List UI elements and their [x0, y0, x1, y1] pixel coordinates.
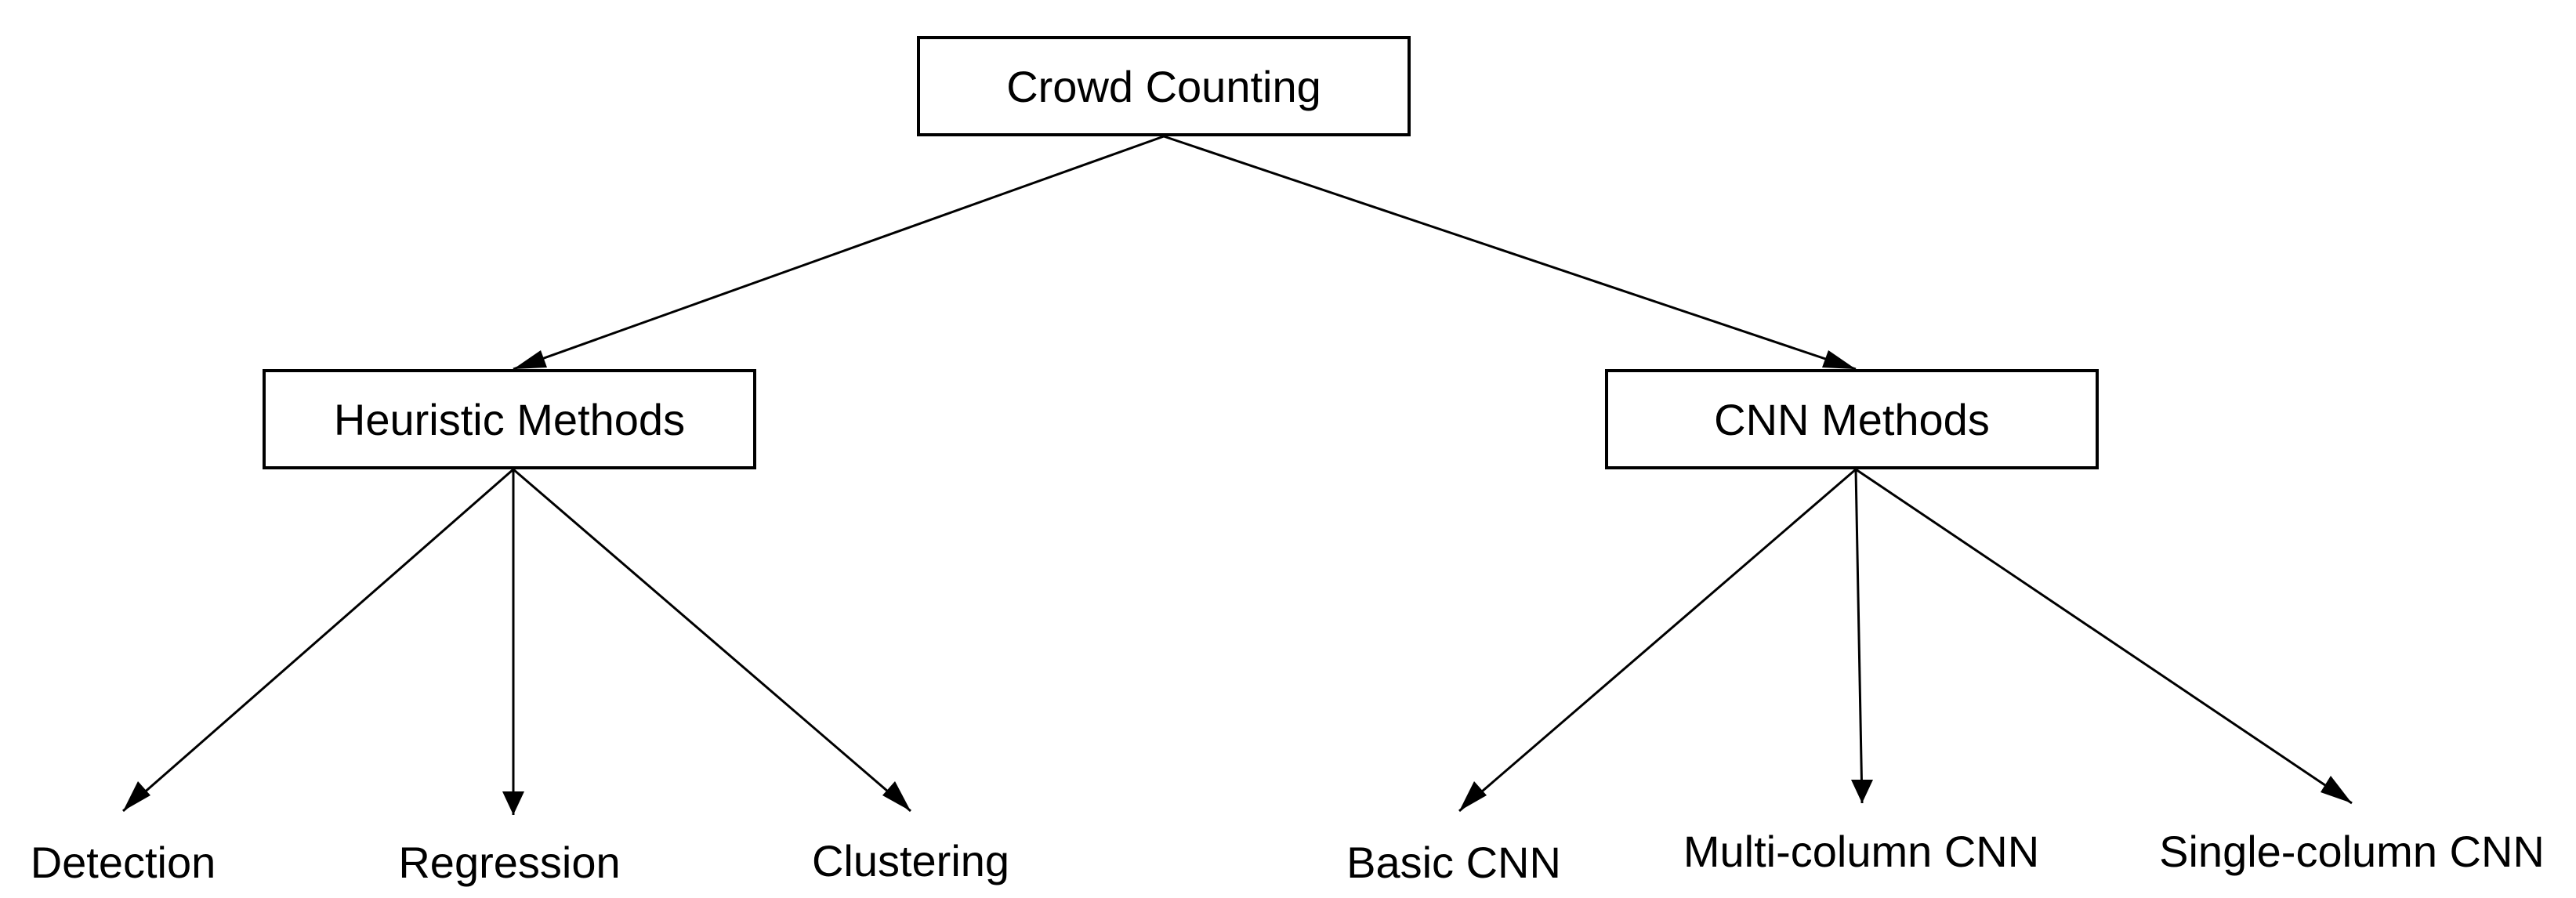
edge-root-to-heuristic — [513, 135, 1165, 371]
root-node-box: Crowd Counting — [917, 36, 1411, 136]
heuristic-methods-label: Heuristic Methods — [333, 394, 686, 444]
edge-heuristic-to-detection — [122, 468, 514, 813]
arrowhead-multi — [1851, 780, 1873, 803]
cnn-methods-label: CNN Methods — [1714, 394, 1990, 444]
arrowhead-regression — [502, 791, 524, 815]
arrowhead-clustering — [882, 781, 911, 811]
heuristic-methods-node-box: Heuristic Methods — [263, 369, 756, 469]
edge-cnn-to-basic — [1458, 468, 1857, 813]
root-node-label: Crowd Counting — [1006, 61, 1321, 111]
cnn-methods-node-box: CNN Methods — [1605, 369, 2099, 469]
leaf-detection-label: Detection — [30, 838, 216, 887]
leaf-multi-column-cnn-label: Multi-column CNN — [1683, 827, 2040, 876]
arrowhead-heuristic — [513, 350, 547, 369]
arrowhead-detection — [123, 781, 150, 811]
arrowhead-single — [2321, 776, 2352, 803]
leaf-single-column-cnn-label: Single-column CNN — [2159, 827, 2545, 876]
edge-root-to-cnn — [1163, 135, 1857, 371]
leaf-basic-cnn-label: Basic CNN — [1346, 838, 1561, 887]
arrowhead-cnn — [1822, 350, 1856, 369]
arrowhead-basic — [1459, 781, 1487, 811]
leaf-clustering-label: Clustering — [811, 836, 1010, 885]
leaf-regression-label: Regression — [398, 838, 621, 887]
edge-cnn-to-single — [1855, 468, 2353, 805]
edge-cnn-to-multi — [1854, 469, 1864, 804]
edge-heuristic-to-clustering — [513, 468, 911, 813]
